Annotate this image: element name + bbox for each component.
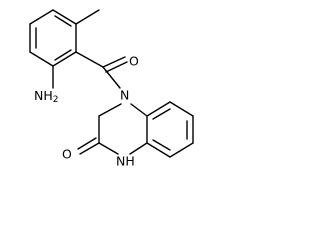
bond bbox=[29, 51, 54, 67]
bond bbox=[52, 51, 77, 67]
bond bbox=[146, 142, 171, 158]
carbonyl-double-bond-a bbox=[102, 56, 126, 68]
bond bbox=[52, 9, 77, 25]
carbonyl-oxygen-label: O bbox=[129, 54, 139, 69]
methyl-bond bbox=[75, 9, 100, 25]
double-bond-inner bbox=[152, 108, 171, 120]
double-bond-inner bbox=[54, 49, 72, 61]
amine-label: NH2 bbox=[34, 88, 58, 105]
benzo-ring bbox=[146, 101, 194, 158]
chemical-structure-diagram: O N NH2 O NH bbox=[29, 9, 194, 169]
double-bond-inner bbox=[54, 15, 72, 27]
double-bond-inner bbox=[152, 139, 171, 151]
bond bbox=[29, 9, 54, 25]
carbonyl-nitrogen-bond bbox=[102, 66, 121, 89]
bond bbox=[98, 103, 122, 117]
lactam-double-bond-a bbox=[79, 142, 100, 155]
lactam-double-bond-b bbox=[77, 137, 97, 150]
ring-nitrogen-label: N bbox=[120, 88, 129, 103]
bond bbox=[130, 103, 148, 117]
bond bbox=[98, 142, 119, 155]
bond bbox=[169, 142, 194, 158]
lactam-nh-label: NH bbox=[116, 154, 135, 169]
dihydroquinoxalinone-ring bbox=[98, 103, 148, 155]
aminotolyl-ring bbox=[29, 9, 77, 67]
lactam-oxygen-label: O bbox=[62, 147, 72, 162]
bond bbox=[169, 101, 194, 117]
aryl-carbonyl-bond bbox=[75, 51, 104, 68]
bond bbox=[129, 142, 148, 155]
bond bbox=[146, 101, 171, 117]
carbonyl-double-bond-b bbox=[105, 61, 128, 73]
